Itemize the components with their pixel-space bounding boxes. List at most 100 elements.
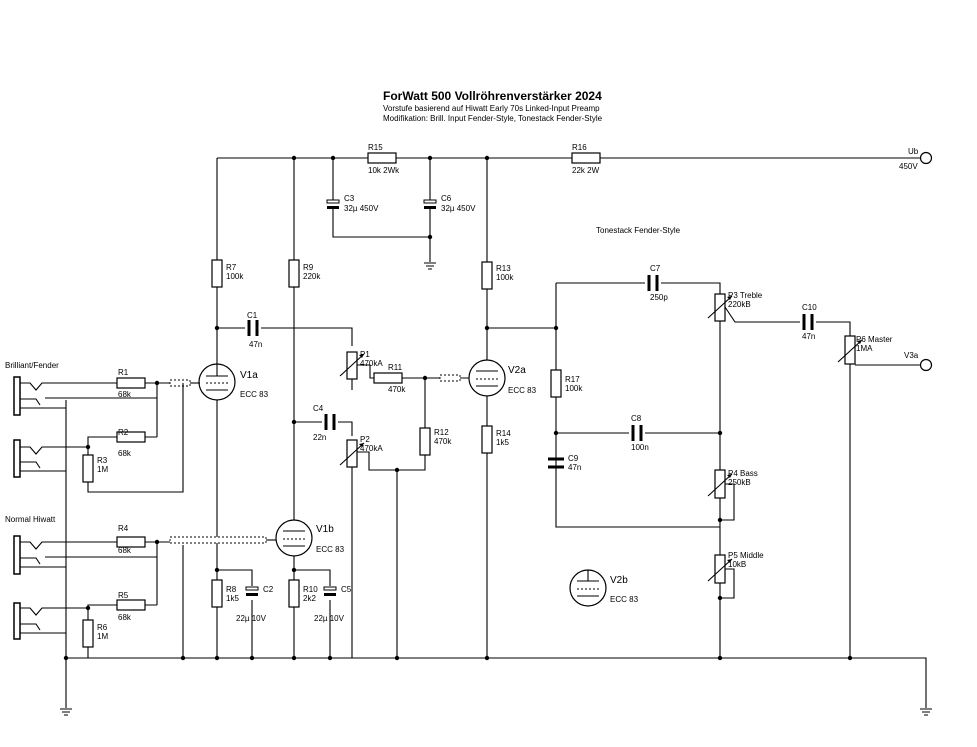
ub-voltage-label: 450V xyxy=(899,162,918,171)
input-jack-2 xyxy=(13,436,117,478)
svg-text:220kB: 220kB xyxy=(728,300,751,309)
svg-text:47n: 47n xyxy=(802,332,815,341)
svg-text:P6 Master: P6 Master xyxy=(856,335,893,344)
svg-text:22n: 22n xyxy=(313,433,326,442)
resistor-R4: R4 68k xyxy=(116,524,146,555)
svg-text:47n: 47n xyxy=(249,340,262,349)
svg-text:1MA: 1MA xyxy=(856,344,873,353)
svg-text:ECC 83: ECC 83 xyxy=(316,545,345,554)
svg-text:C10: C10 xyxy=(802,303,817,312)
resistor-R13: R13 100k xyxy=(481,261,514,290)
svg-text:68k: 68k xyxy=(118,613,132,622)
svg-text:250kB: 250kB xyxy=(728,478,751,487)
resistor-R8: R8 1k5 xyxy=(211,579,239,608)
svg-text:470kA: 470kA xyxy=(360,359,383,368)
svg-text:C3: C3 xyxy=(344,194,355,203)
svg-text:C9: C9 xyxy=(568,454,579,463)
svg-text:R15: R15 xyxy=(368,143,383,152)
svg-text:R9: R9 xyxy=(303,263,314,272)
resistor-R15: R15 10k 2Wk xyxy=(367,143,400,175)
potentiometer-P3-treble: P3 Treble 220kB xyxy=(707,291,763,322)
svg-text:1M: 1M xyxy=(97,465,108,474)
svg-text:R4: R4 xyxy=(118,524,129,533)
svg-text:100k: 100k xyxy=(496,273,514,282)
svg-text:32µ 450V: 32µ 450V xyxy=(344,204,379,213)
capacitor-C4: C4 22n xyxy=(313,404,336,442)
svg-text:R11: R11 xyxy=(388,363,403,372)
svg-text:470k: 470k xyxy=(388,385,406,394)
input-jack-4 xyxy=(13,602,117,640)
potentiometer-P2: P2 470kA xyxy=(339,435,383,468)
svg-text:R2: R2 xyxy=(118,428,129,437)
svg-text:P3 Treble: P3 Treble xyxy=(728,291,763,300)
svg-text:100k: 100k xyxy=(565,384,583,393)
schematic-subtitle-1: Vorstufe basierend auf Hiwatt Early 70s … xyxy=(383,104,600,113)
svg-text:V1a: V1a xyxy=(240,370,258,381)
svg-text:22k 2W: 22k 2W xyxy=(572,166,600,175)
svg-text:220k: 220k xyxy=(303,272,321,281)
resistor-R5: R5 68k xyxy=(116,591,146,622)
ub-terminal xyxy=(919,151,933,165)
capacitor-C1: C1 47n xyxy=(247,311,262,349)
svg-text:470k: 470k xyxy=(434,437,452,446)
v3a-terminal xyxy=(919,358,933,372)
svg-text:68k: 68k xyxy=(118,390,132,399)
svg-text:2k2: 2k2 xyxy=(303,594,316,603)
svg-text:ECC 83: ECC 83 xyxy=(240,390,269,399)
svg-text:C1: C1 xyxy=(247,311,258,320)
capacitor-C7: C7 250p xyxy=(647,264,668,302)
svg-text:C7: C7 xyxy=(650,264,661,273)
svg-text:P2: P2 xyxy=(360,435,370,444)
resistor-R12: R12 470k xyxy=(419,427,452,456)
svg-text:ECC 83: ECC 83 xyxy=(508,386,537,395)
capacitor-C5: C5 22µ 10V xyxy=(314,585,352,623)
svg-text:P1: P1 xyxy=(360,350,370,359)
svg-text:R5: R5 xyxy=(118,591,129,600)
svg-text:1k5: 1k5 xyxy=(496,438,509,447)
schematic-subtitle-2: Modifikation: Brill. Input Fender-Style,… xyxy=(383,114,603,123)
tonestack-label: Tonestack Fender-Style xyxy=(596,226,681,235)
resistor-R2: R2 68k xyxy=(116,428,146,458)
tube-V1b: V1b ECC 83 xyxy=(275,519,345,557)
svg-text:R3: R3 xyxy=(97,456,108,465)
svg-text:250p: 250p xyxy=(650,293,668,302)
normal-input-label: Normal Hiwatt xyxy=(5,515,56,524)
resistor-R10: R10 2k2 xyxy=(288,579,318,608)
capacitor-C9: C9 47n xyxy=(548,454,581,472)
input-jack-1 xyxy=(13,376,117,416)
resistor-R1: R1 68k xyxy=(116,368,146,399)
shielded-link-v1b xyxy=(169,536,267,544)
resistor-R9: R9 220k xyxy=(288,259,321,288)
svg-text:22µ 10V: 22µ 10V xyxy=(314,614,345,623)
svg-text:10k 2Wk: 10k 2Wk xyxy=(368,166,400,175)
svg-text:R16: R16 xyxy=(572,143,587,152)
capacitor-C6: C6 32µ 450V xyxy=(423,194,476,213)
svg-text:C4: C4 xyxy=(313,404,324,413)
schematic-title: ForWatt 500 Vollröhrenverstärker 2024 xyxy=(383,89,602,103)
shielded-link-v1a xyxy=(169,379,191,387)
svg-text:22µ 10V: 22µ 10V xyxy=(236,614,267,623)
svg-text:100k: 100k xyxy=(226,272,244,281)
svg-text:R12: R12 xyxy=(434,428,449,437)
resistor-R17: R17 100k xyxy=(550,369,583,398)
svg-text:V1b: V1b xyxy=(316,524,334,535)
svg-text:100n: 100n xyxy=(631,443,649,452)
svg-text:P5 Middle: P5 Middle xyxy=(728,551,764,560)
svg-text:68k: 68k xyxy=(118,546,132,555)
resistor-R6: R6 1M xyxy=(82,619,108,648)
svg-text:V2a: V2a xyxy=(508,365,526,376)
svg-text:R14: R14 xyxy=(496,429,511,438)
svg-text:V2b: V2b xyxy=(610,575,628,586)
resistor-R14: R14 1k5 xyxy=(481,425,511,454)
tube-V2b: V2b ECC 83 xyxy=(569,569,639,607)
svg-text:ECC 83: ECC 83 xyxy=(610,595,639,604)
svg-text:C6: C6 xyxy=(441,194,452,203)
svg-text:68k: 68k xyxy=(118,449,132,458)
svg-text:R8: R8 xyxy=(226,585,237,594)
shielded-link-v2a xyxy=(439,374,461,382)
potentiometer-P5-middle: P5 Middle 10kB xyxy=(707,551,764,584)
capacitor-C10: C10 47n xyxy=(802,303,817,341)
svg-text:1M: 1M xyxy=(97,632,108,641)
svg-text:R10: R10 xyxy=(303,585,318,594)
